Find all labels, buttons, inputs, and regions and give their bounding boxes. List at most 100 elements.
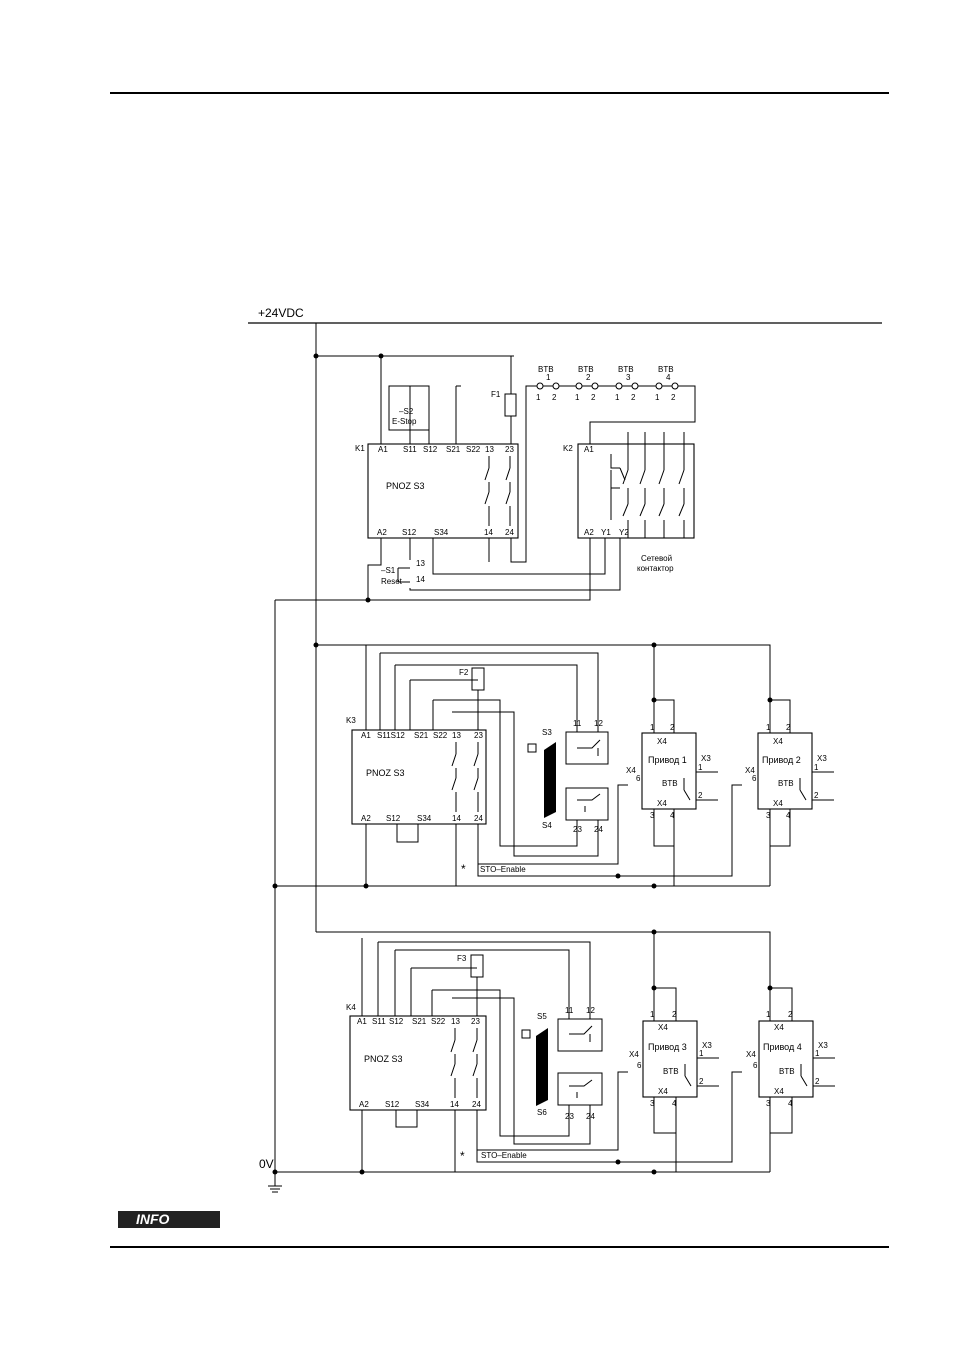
k3-term-s21: S21 bbox=[414, 731, 429, 740]
k3-term-23: 23 bbox=[474, 731, 483, 740]
contactor-caption-2: контактор bbox=[637, 564, 674, 573]
relay-k4-ref: K4 bbox=[346, 1003, 356, 1012]
k1-term-s12b: S12 bbox=[402, 528, 417, 537]
group-k3: F2 K3 PNOZ S3 A1 S11S12 S21 S22 13 23 A2… bbox=[275, 642, 834, 889]
k1-term-s11: S11 bbox=[403, 445, 417, 454]
k1-term-23: 23 bbox=[505, 445, 514, 454]
d3-pin-2: 2 bbox=[672, 1010, 677, 1019]
k3-term-s22: S22 bbox=[433, 731, 448, 740]
k4-asterisk: * bbox=[460, 1149, 465, 1163]
k4-term-s22: S22 bbox=[431, 1017, 446, 1026]
header-rule bbox=[110, 92, 889, 94]
k2-section: K2 A1 A2 Y1 Y2 Сетевой контактор bbox=[563, 432, 695, 573]
drive-pin-numbers: 1 2 3 4 6 1 2 1 2 3 4 6 1 2 1 2 3 4 6 1 … bbox=[636, 723, 820, 1108]
contactor-k2-ref: K2 bbox=[563, 444, 573, 453]
drive-4-btb: BTB bbox=[779, 1067, 795, 1076]
k1-section: F1 –S2 E-Stop K1 PNOZ S3 A1 S11 S12 S21 … bbox=[275, 353, 621, 603]
drive-3-x3: X3 bbox=[702, 1041, 712, 1050]
s5-pin-12: 12 bbox=[586, 1006, 595, 1015]
relay-k4-box bbox=[349, 1015, 487, 1111]
s6-pin-23: 23 bbox=[565, 1112, 574, 1121]
btb-1-pin1: 1 bbox=[536, 393, 541, 402]
drive-3-x4-side: X4 bbox=[629, 1050, 639, 1059]
estop-label: E-Stop bbox=[392, 417, 417, 426]
drive-1-x4-bottom: X4 bbox=[657, 799, 667, 808]
k4-term-a1: A1 bbox=[357, 1017, 367, 1026]
contactor-caption-1: Сетевой bbox=[641, 554, 672, 563]
d2-pin-3: 3 bbox=[766, 811, 771, 820]
k4-term-s12b: S12 bbox=[385, 1100, 400, 1109]
k3-term-s11s12: S11S12 bbox=[377, 731, 405, 740]
d2-x3-pin-2: 2 bbox=[814, 791, 819, 800]
s3-pin-12: 12 bbox=[594, 719, 603, 728]
relay-k3-model: PNOZ S3 bbox=[366, 768, 405, 778]
reset-ref: –S1 bbox=[381, 566, 396, 575]
drive-3-box bbox=[642, 1020, 698, 1098]
reset-label: Reset bbox=[381, 577, 403, 586]
btb-1-num: 1 bbox=[546, 373, 551, 382]
fuse-f1-label: F1 bbox=[491, 390, 501, 399]
s4-pin-23: 23 bbox=[573, 825, 582, 834]
d3-x3-pin-1: 1 bbox=[699, 1049, 704, 1058]
relay-k1-model: PNOZ S3 bbox=[386, 481, 425, 491]
drive-3-btb: BTB bbox=[663, 1067, 679, 1076]
reset-term-14: 14 bbox=[416, 575, 425, 584]
d4-pin-2: 2 bbox=[788, 1010, 793, 1019]
k4-term-14: 14 bbox=[450, 1100, 459, 1109]
k4-term-23: 23 bbox=[471, 1017, 480, 1026]
btb-2-pin1: 1 bbox=[575, 393, 580, 402]
switch-s5-label: S5 bbox=[537, 1012, 547, 1021]
k3-asterisk: * bbox=[461, 862, 466, 876]
btb-1-title: BTB bbox=[538, 365, 554, 374]
k1-term-a2: A2 bbox=[377, 528, 387, 537]
k3-term-a2: A2 bbox=[361, 814, 371, 823]
drive-1-x4-side: X4 bbox=[626, 766, 636, 775]
drive-4-x3: X3 bbox=[818, 1041, 828, 1050]
drive-4-x4-top: X4 bbox=[774, 1023, 784, 1032]
d4-pin-6: 6 bbox=[753, 1061, 758, 1070]
s3-pin-11: 11 bbox=[573, 719, 582, 728]
k3-term-s34: S34 bbox=[417, 814, 432, 823]
d2-pin-1: 1 bbox=[766, 723, 771, 732]
k3-term-a1: A1 bbox=[361, 731, 371, 740]
d1-pin-3: 3 bbox=[650, 811, 655, 820]
switch-s5 bbox=[557, 1018, 603, 1052]
d2-x3-pin-1: 1 bbox=[814, 763, 819, 772]
d2-pin-6: 6 bbox=[752, 774, 757, 783]
drive-1-box bbox=[641, 732, 697, 810]
k4-sto-label: STO–Enable bbox=[481, 1151, 527, 1160]
d1-pin-2: 2 bbox=[670, 723, 675, 732]
switch-s4-label: S4 bbox=[542, 821, 552, 830]
d1-pin-6: 6 bbox=[636, 774, 641, 783]
drive-2-name: Привод 2 bbox=[762, 755, 801, 765]
d2-pin-4: 4 bbox=[786, 811, 791, 820]
k2-term-y1: Y1 bbox=[601, 528, 611, 537]
k3-term-13: 13 bbox=[452, 731, 461, 740]
k1-term-a1: A1 bbox=[378, 445, 388, 454]
info-badge: INFO bbox=[118, 1211, 220, 1228]
drive-1-x4-top: X4 bbox=[657, 737, 667, 746]
group-k4: F3 K4 PNOZ S3 A1 S11 S12 S21 S22 13 23 A… bbox=[275, 929, 835, 1175]
fuse-f2 bbox=[471, 667, 485, 691]
k3-term-14: 14 bbox=[452, 814, 461, 823]
s6-pin-24: 24 bbox=[586, 1112, 595, 1121]
estop-ref: –S2 bbox=[399, 407, 414, 416]
k4-term-24: 24 bbox=[472, 1100, 481, 1109]
btb-2-num: 2 bbox=[586, 373, 591, 382]
footer-rule bbox=[110, 1246, 889, 1248]
btb-4-title: BTB bbox=[658, 365, 674, 374]
switch-s6 bbox=[557, 1072, 603, 1106]
drive-2-x4-bottom: X4 bbox=[773, 799, 783, 808]
switch-s4 bbox=[565, 787, 609, 821]
d3-pin-6: 6 bbox=[637, 1061, 642, 1070]
drive-4-name: Привод 4 bbox=[763, 1042, 802, 1052]
drive-3-x4-top: X4 bbox=[658, 1023, 668, 1032]
fuse-f3-label: F3 bbox=[457, 954, 467, 963]
d1-pin-4: 4 bbox=[670, 811, 675, 820]
k4-term-s21: S21 bbox=[412, 1017, 427, 1026]
btb-3-pin2: 2 bbox=[631, 393, 636, 402]
d4-pin-1: 1 bbox=[766, 1010, 771, 1019]
k3-term-s12b: S12 bbox=[386, 814, 401, 823]
k2-term-a1: A1 bbox=[584, 445, 594, 454]
